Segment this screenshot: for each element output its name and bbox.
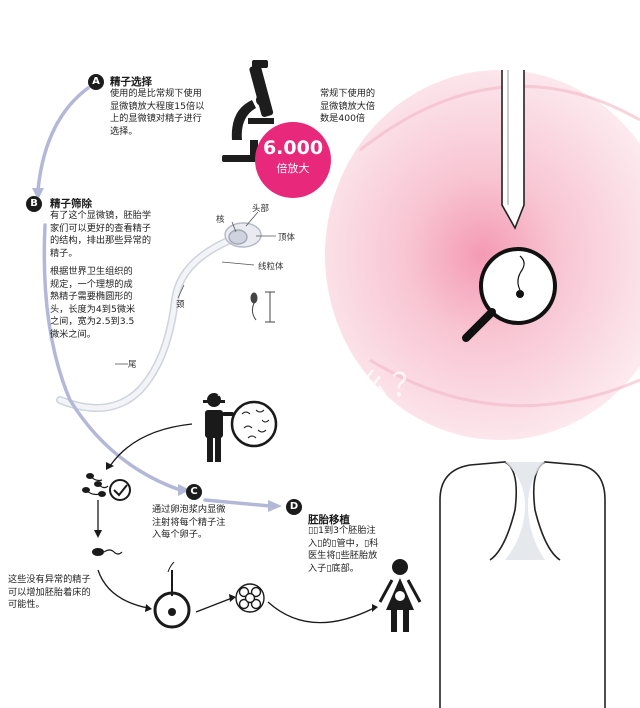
label-acrosome: 顶体 — [278, 233, 296, 243]
step-b-line: 规定，一个理想的成 — [50, 278, 133, 290]
step-d-line: 入▯的▯管中，▯科 — [308, 537, 379, 549]
embryo-icon — [235, 583, 265, 613]
step-d-text: ▯▯1到3个胚胎注 入▯的▯管中，▯科 医生将▯些胚胎放 入子▯底部。 — [308, 525, 408, 575]
step-b-line: 的结构，排出那些异常的 — [50, 235, 152, 246]
step-a-line: 选择。 — [110, 125, 138, 137]
label-nucleus: 核 — [216, 215, 225, 225]
step-d-line: 医生将▯些胚胎放 — [308, 550, 378, 561]
step-d-line: ▯▯1到3个胚胎注 — [308, 525, 376, 536]
label-neck: 颈 — [176, 300, 185, 310]
magnifier-icon — [462, 247, 557, 342]
sperm-label-lines — [115, 211, 276, 365]
microscope-note-line: 常规下使用的 — [320, 88, 376, 99]
bottom-note-line: 可能性。 — [8, 599, 45, 610]
injection-needle — [501, 70, 525, 230]
step-c-line: 通过卵泡浆内显微 — [152, 504, 226, 515]
step-b-line: 家们可以更好的查看精子 — [50, 222, 152, 234]
magnification-label: 倍放大 — [276, 162, 310, 175]
sperm-diagram — [56, 222, 262, 412]
sperm-sample-icon — [230, 400, 278, 448]
step-b-badge: B — [26, 196, 42, 212]
step-b-line: 头，长度为4到5微米 — [50, 303, 136, 315]
overlay-title: IMSI是什么？ — [214, 366, 426, 404]
check-icon — [109, 479, 131, 501]
microscope-note-line: 显微镜放大倍 — [320, 100, 376, 112]
bottom-note: 这些没有异常的精子 可以增加胚胎着床的 可能性。 — [8, 574, 118, 612]
step-a-line: 上的显微镜对精子进行 — [110, 113, 202, 124]
step-c-line: 注射将每个精子注 — [152, 516, 226, 528]
step-b-title: 精子筛除 — [50, 198, 92, 210]
step-b-line: 熟精子需要椭圆形的 — [50, 291, 133, 302]
bottom-note-line: 这些没有异常的精子 — [8, 574, 91, 585]
step-d-badge: D — [286, 499, 302, 515]
step-a-text: 使用的是比常规下使用 显微镜放大程度15倍以 上的显微镜对精子进行 选择。 — [110, 88, 230, 138]
magnification-value: 6.000 — [262, 137, 324, 159]
step-b-text-2: 根据世界卫生组织的 规定，一个理想的成 熟精子需要椭圆形的 头，长度为4到5微米… — [50, 266, 170, 341]
step-a-line: 使用的是比常规下使用 — [110, 88, 202, 99]
magnification-badge: 6.000 倍放大 — [255, 122, 331, 198]
bottom-note-line: 可以增加胚胎着床的 — [8, 586, 91, 598]
process-arrow-heads — [94, 462, 378, 612]
woman-icon — [378, 559, 422, 632]
label-head: 头部 — [252, 204, 270, 214]
step-d-line: 入子▯底部。 — [308, 562, 359, 574]
step-c-badge: C — [186, 484, 202, 500]
step-a-badge: A — [88, 74, 104, 90]
step-b-text-1: 有了这个显微镜，胚胎学 家们可以更好的查看精子 的结构，排出那些异常的 精子。 — [50, 210, 180, 260]
step-c-line: 入每个卵子。 — [152, 529, 208, 540]
egg-illustration — [325, 70, 640, 440]
sperm-group-icon — [82, 473, 109, 497]
holding-pipette — [439, 461, 606, 708]
label-mitochondria: 线粒体 — [258, 262, 284, 272]
egg-injection-icon — [153, 561, 191, 629]
step-d-title: 胚胎移植 — [308, 514, 350, 526]
label-tail: 尾 — [128, 360, 137, 370]
step-a-line: 显微镜放大程度15倍以 — [110, 100, 205, 112]
step-a-title: 精子选择 — [110, 76, 152, 88]
step-c-text: 通过卵泡浆内显微 注射将每个精子注 入每个卵子。 — [152, 504, 262, 542]
step-b-line: 之间，宽为2.5到3.5 — [50, 316, 135, 327]
step-b-line: 微米之间。 — [50, 328, 96, 340]
single-sperm-icon — [92, 548, 123, 556]
arrow-heads — [32, 188, 282, 512]
step-b-line: 有了这个显微镜，胚胎学 — [50, 210, 152, 221]
measurement-icon — [250, 291, 275, 323]
step-b-line: 精子。 — [50, 247, 78, 259]
step-b-line: 根据世界卫生组织的 — [50, 266, 133, 277]
flow-arrows — [36, 86, 272, 508]
process-arrows — [97, 423, 375, 624]
embryologist-icon — [203, 393, 234, 462]
microscope-note-line: 数是400倍 — [320, 113, 366, 124]
microscope-note: 常规下使用的 显微镜放大倍 数是400倍 — [320, 88, 400, 126]
